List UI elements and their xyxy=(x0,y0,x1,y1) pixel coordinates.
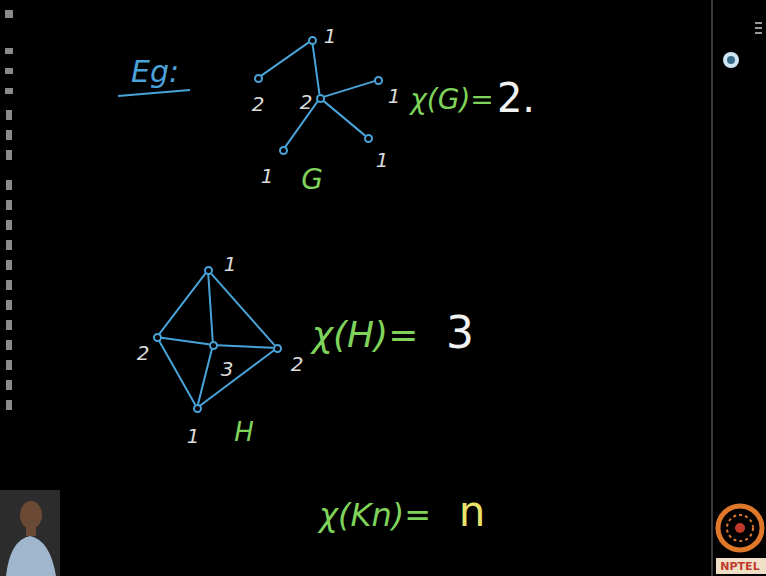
graph-edge xyxy=(324,81,373,96)
graph-vertex: 3 xyxy=(209,341,218,350)
vertex-color-label: 1 xyxy=(187,426,200,446)
graph-vertex: 1 xyxy=(204,266,213,275)
formula: χ(Kn)= xyxy=(319,499,431,531)
graph-name: H xyxy=(234,419,254,445)
toolbar-icon xyxy=(6,280,12,290)
graph-name: G xyxy=(301,166,323,194)
logo-text: NPTEL xyxy=(720,561,759,572)
graph-vertex: 2 xyxy=(273,344,282,353)
vertex-color-label: 3 xyxy=(221,359,234,379)
example-heading: Eg: xyxy=(131,57,179,87)
toolbar-icon xyxy=(5,10,13,18)
underline xyxy=(118,90,190,96)
graph-edge xyxy=(217,345,272,348)
graph-vertex: 2 xyxy=(316,94,325,103)
vertex-color-label: 2 xyxy=(137,343,150,363)
vertex-color-label: 1 xyxy=(388,86,401,106)
toolbar-icon xyxy=(6,200,12,210)
toolbar-icon xyxy=(6,110,12,120)
graph-edge xyxy=(198,349,212,403)
toolbar-icon xyxy=(6,380,12,390)
toolbar-icon xyxy=(6,220,12,230)
panel-divider xyxy=(711,0,713,576)
toolbar-icon xyxy=(5,68,13,74)
toolbar-icon xyxy=(6,130,12,140)
toolbar-icon xyxy=(6,150,12,160)
toolbar-icon xyxy=(6,400,12,410)
formula: χ(H)= xyxy=(312,317,419,353)
graph-vertex: 1 xyxy=(279,146,288,155)
nptel-logo xyxy=(716,506,766,574)
graph-edge xyxy=(159,341,195,404)
vertex-color-label: 2 xyxy=(291,354,304,374)
graph-edge xyxy=(201,351,274,406)
graph-vertex: 1 xyxy=(374,76,383,85)
toolbar-icon xyxy=(6,240,12,250)
toolbar-icon xyxy=(6,300,12,310)
toolbar-icon xyxy=(6,260,12,270)
graph-edge xyxy=(262,43,309,76)
toolbar-icon xyxy=(6,340,12,350)
toolbar-icon xyxy=(6,320,12,330)
formula-value: 3 xyxy=(446,311,474,355)
formula-value: n xyxy=(459,491,486,533)
graph-vertex: 2 xyxy=(254,74,263,83)
graph-vertex: 2 xyxy=(153,333,162,342)
vertex-color-label: 2 xyxy=(252,94,265,114)
formula-value: 2. xyxy=(497,78,535,118)
toolbar-icon xyxy=(6,180,12,190)
toolbar-icon xyxy=(6,360,12,370)
vertex-color-label: 1 xyxy=(376,150,389,170)
graph-vertex: 1 xyxy=(364,134,373,143)
graph-vertex: 1 xyxy=(193,404,202,413)
formula: χ(G)= xyxy=(410,86,494,114)
menu-icon xyxy=(755,22,762,34)
gear-icon xyxy=(723,52,739,68)
graph-vertex: 1 xyxy=(308,36,317,45)
toolbar-icon xyxy=(5,88,13,94)
graph-edge xyxy=(313,44,320,93)
vertex-color-label: 1 xyxy=(261,166,274,186)
vertex-color-label: 2 xyxy=(300,92,313,112)
graph-edge xyxy=(208,274,212,340)
presenter-thumbnail xyxy=(0,490,60,576)
graph-edge xyxy=(160,274,206,334)
graph-edge xyxy=(211,273,274,344)
toolbar xyxy=(5,10,13,524)
vertex-color-label: 1 xyxy=(224,254,237,274)
graph-edge xyxy=(161,338,208,345)
toolbar-icon xyxy=(5,48,13,54)
vertex-color-label: 1 xyxy=(324,26,337,46)
graph-edge xyxy=(323,101,364,135)
